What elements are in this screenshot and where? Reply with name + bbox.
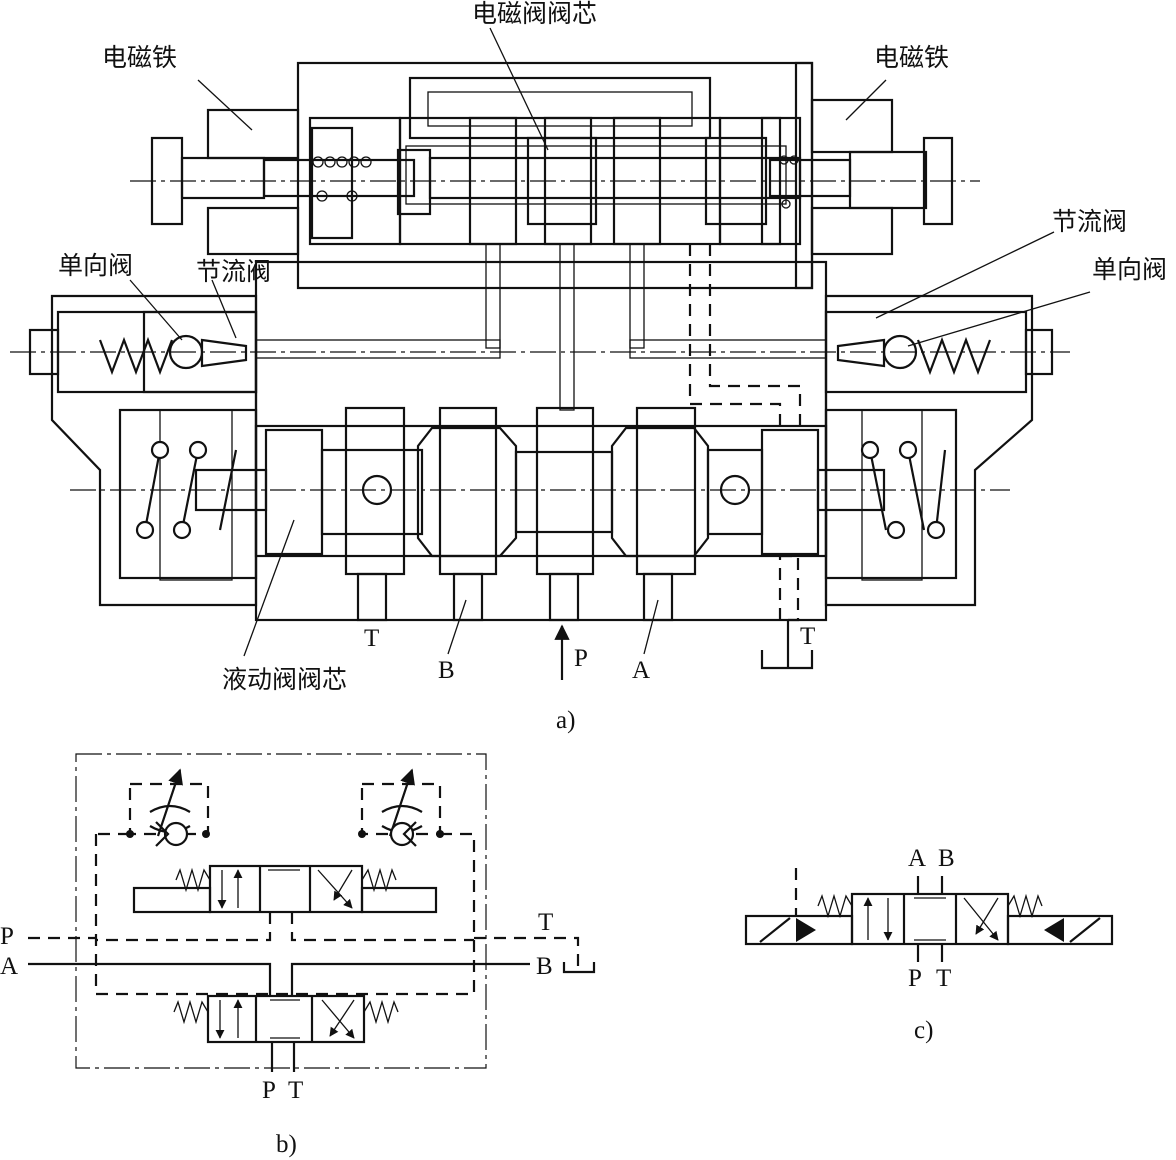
main-spool bbox=[194, 426, 886, 558]
label-pilot-spool: 电磁阀阀芯 bbox=[472, 0, 597, 28]
label-port-b: B bbox=[438, 657, 455, 684]
throttle-check-right bbox=[358, 768, 444, 847]
pilot-3-position-valve bbox=[132, 864, 438, 914]
label-throttle-left: 节流阀 bbox=[196, 257, 271, 286]
main-3-position-valve bbox=[173, 994, 399, 1072]
caption-c: c) bbox=[914, 1017, 933, 1044]
label-main-spool: 液动阀阀芯 bbox=[222, 665, 347, 694]
simplified-3-position-valve bbox=[817, 876, 1043, 962]
leader-lines bbox=[129, 27, 1091, 657]
label-solenoid-left: 电磁铁 bbox=[102, 43, 177, 72]
main-spring-right bbox=[860, 440, 947, 540]
label-port-p: P bbox=[574, 645, 588, 672]
figure-a-sectional-view: 电磁铁 电磁阀阀芯 电磁铁 单向阀 节流阀 节流阀 单向阀 液动阀阀芯 T B … bbox=[10, 0, 1167, 734]
check-valve-left bbox=[98, 334, 248, 376]
throttle-check-left bbox=[126, 768, 210, 847]
solenoid-right bbox=[760, 98, 954, 256]
label-c-port-p: P bbox=[908, 965, 922, 992]
spring-left-coil bbox=[312, 156, 372, 202]
label-b-bottom-t: T bbox=[288, 1077, 303, 1104]
label-b-port-p: P bbox=[0, 923, 14, 950]
label-check-valve-right: 单向阀 bbox=[1092, 255, 1167, 284]
label-c-port-t: T bbox=[936, 965, 951, 992]
label-b-port-a: A bbox=[0, 953, 18, 980]
figure-c-simplified-symbol: A B P T c) bbox=[744, 845, 1114, 1044]
label-check-valve-left: 单向阀 bbox=[58, 251, 133, 280]
label-b-bottom-p: P bbox=[262, 1077, 276, 1104]
label-c-port-a: A bbox=[908, 845, 926, 872]
caption-b: b) bbox=[276, 1131, 297, 1158]
label-c-port-b: B bbox=[938, 845, 955, 872]
figure-b-detailed-symbol: P A T B P T b) bbox=[0, 753, 596, 1158]
solenoid-left bbox=[150, 108, 416, 256]
label-port-t-left: T bbox=[364, 625, 379, 652]
main-spring-left bbox=[135, 440, 238, 540]
label-port-t-right: T bbox=[800, 623, 815, 650]
label-b-port-b: B bbox=[536, 953, 553, 980]
check-valve-right bbox=[836, 334, 992, 376]
label-solenoid-right: 电磁铁 bbox=[874, 43, 949, 72]
main-valve-body bbox=[28, 260, 1054, 622]
label-throttle-right: 节流阀 bbox=[1052, 207, 1127, 236]
label-b-port-t: T bbox=[538, 909, 553, 936]
caption-a: a) bbox=[556, 707, 575, 734]
label-port-a: A bbox=[632, 657, 650, 684]
